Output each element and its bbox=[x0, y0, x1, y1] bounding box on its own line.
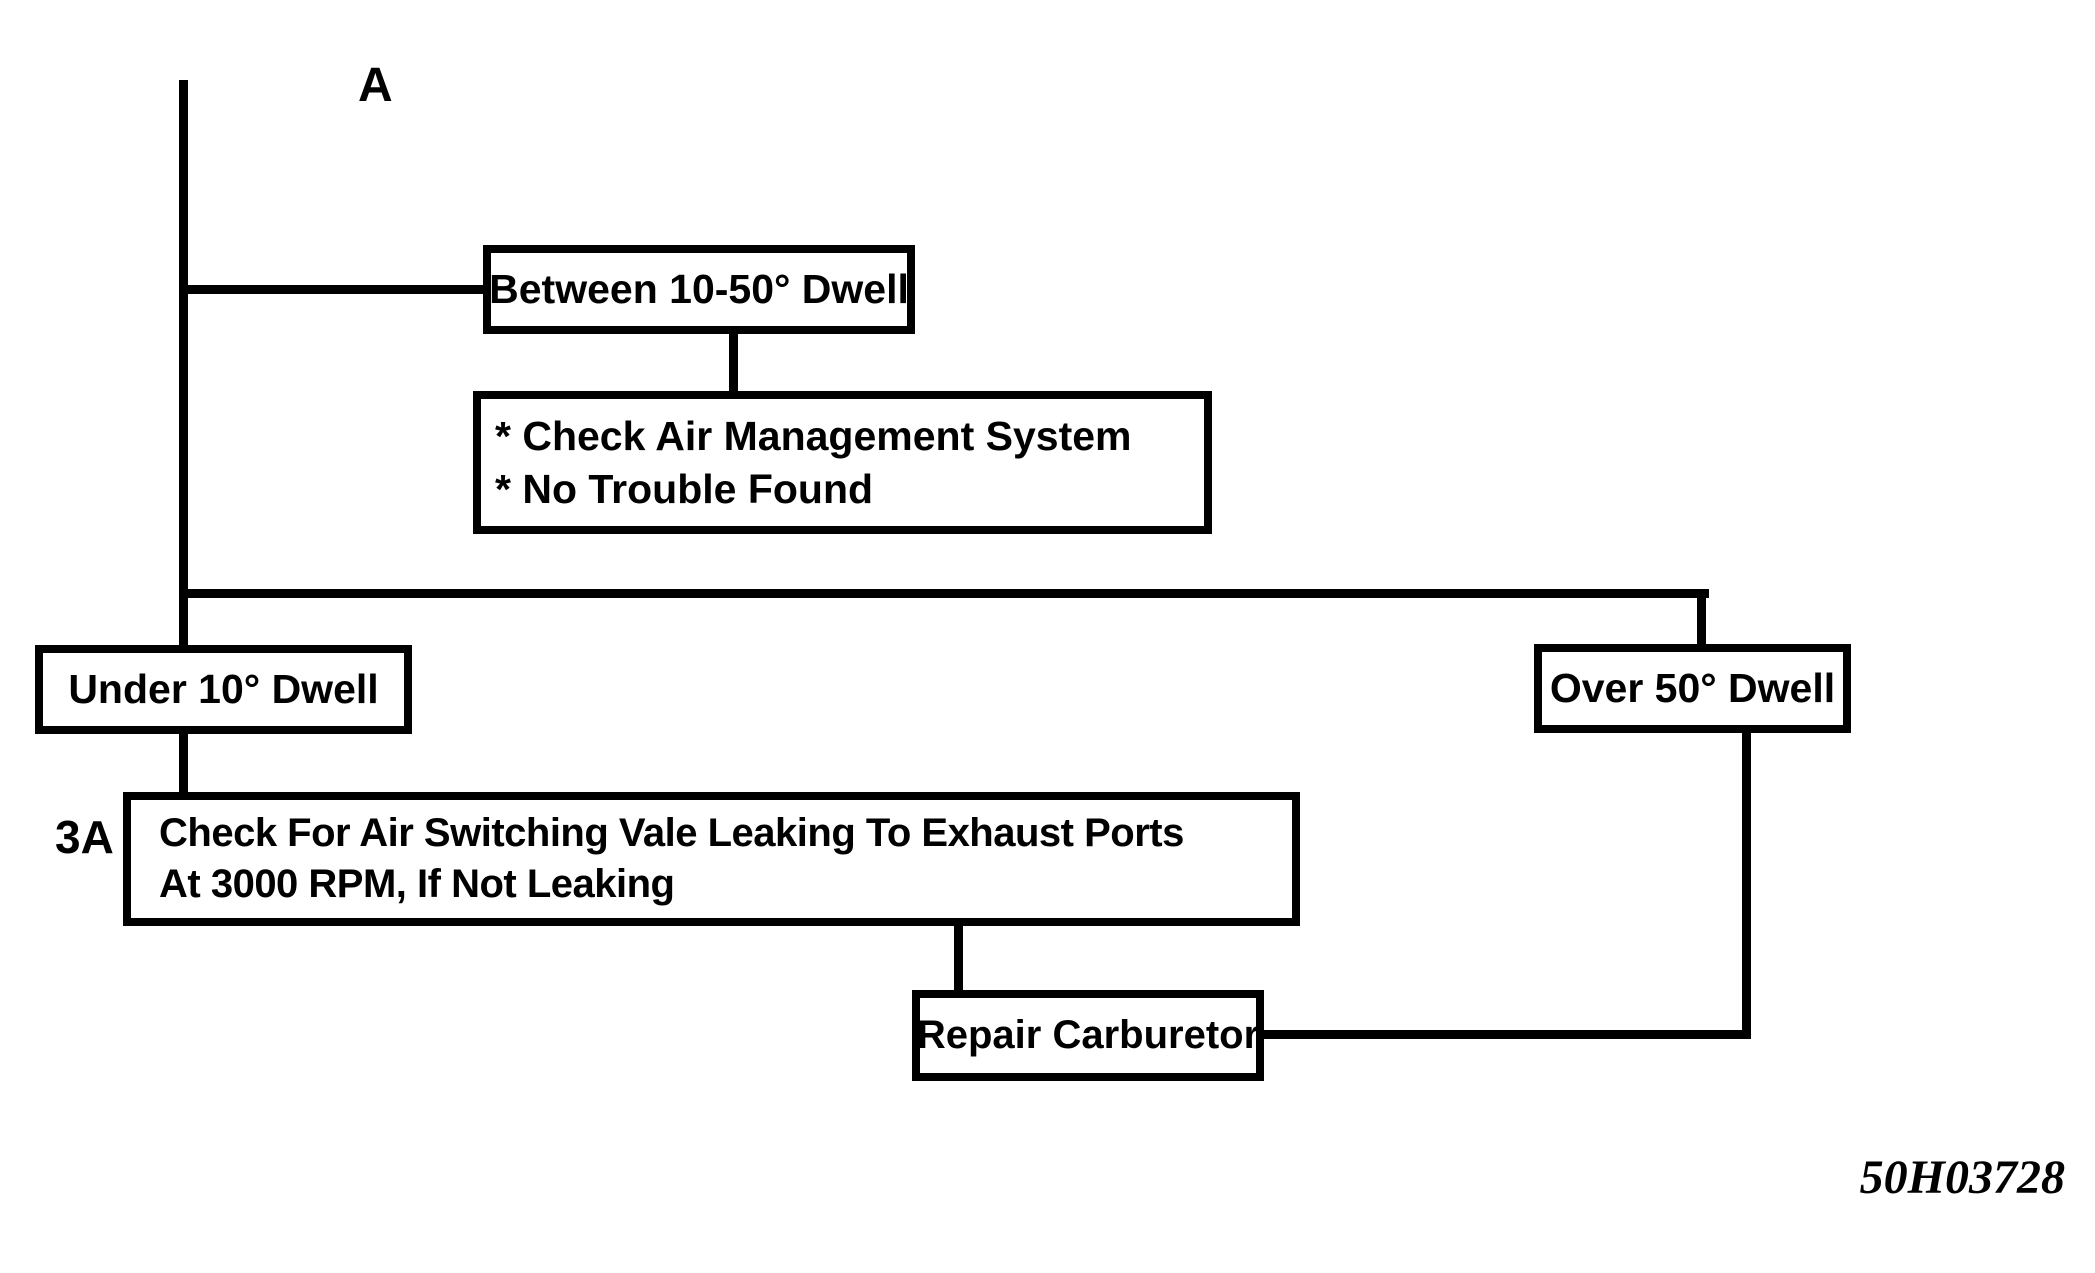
node-under-dwell: Under 10° Dwell bbox=[35, 645, 412, 734]
connector-valve-to-repair bbox=[954, 918, 963, 1000]
node-check-valve-line1: Check For Air Switching Vale Leaking To … bbox=[159, 810, 1184, 855]
connector-main-horizontal bbox=[179, 589, 1709, 598]
node-between-dwell-label: Between 10-50° Dwell bbox=[489, 266, 909, 313]
step-label-3a: 3A bbox=[55, 811, 114, 863]
connector-main-vertical bbox=[179, 80, 188, 802]
connector-over-down bbox=[1742, 726, 1751, 1038]
node-check-valve-line2: At 3000 RPM, If Not Leaking bbox=[159, 862, 675, 906]
node-over-dwell-label: Over 50° Dwell bbox=[1549, 665, 1836, 712]
node-over-dwell: Over 50° Dwell bbox=[1534, 644, 1851, 733]
branch-label-a: A bbox=[358, 59, 393, 112]
connector-repair-to-over bbox=[1256, 1030, 1751, 1039]
node-air-management: * Check Air Management System * No Troub… bbox=[473, 391, 1212, 534]
node-repair-carburetor: Repair Carburetor bbox=[912, 990, 1264, 1081]
node-under-dwell-label: Under 10° Dwell bbox=[68, 666, 379, 713]
node-repair-carburetor-label: Repair Carburetor bbox=[916, 1012, 1260, 1057]
figure-code: 50H03728 bbox=[1859, 1151, 2065, 1204]
connector-elbow-to-over bbox=[1697, 589, 1706, 651]
connector-between-to-air bbox=[729, 330, 738, 398]
node-air-management-line2: * No Trouble Found bbox=[495, 465, 874, 512]
connector-branch-between bbox=[179, 285, 491, 294]
node-check-valve: Check For Air Switching Vale Leaking To … bbox=[123, 792, 1300, 926]
node-between-dwell: Between 10-50° Dwell bbox=[483, 245, 915, 334]
node-air-management-line1: * Check Air Management System bbox=[495, 413, 1132, 460]
